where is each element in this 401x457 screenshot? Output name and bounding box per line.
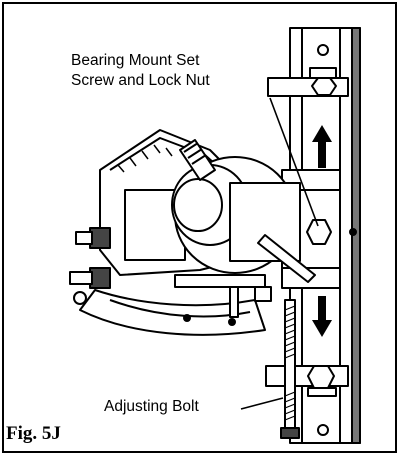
grease-fitting — [179, 139, 216, 181]
bearing-mount-callout: Bearing Mount Set Screw and Lock Nut — [71, 51, 210, 91]
bearing-mount-callout-line-1: Bearing Mount Set — [71, 52, 200, 69]
upper-bracket — [267, 67, 349, 97]
side-bolts — [69, 227, 111, 305]
bearing-mount-callout-line-2: Screw and Lock Nut — [71, 72, 210, 89]
support-bracket — [174, 274, 272, 318]
arrow-up-icon — [312, 125, 332, 168]
lever-arm — [257, 234, 316, 283]
adjusting-bolt — [280, 299, 300, 439]
blade-guard — [79, 289, 266, 336]
arrow-down-icon — [312, 296, 332, 337]
adjusting-bolt-callout: Adjusting Bolt — [104, 398, 199, 415]
figure-label: Fig. 5J — [6, 423, 61, 444]
lower-bracket — [265, 365, 349, 397]
leader-lines — [240, 97, 319, 410]
